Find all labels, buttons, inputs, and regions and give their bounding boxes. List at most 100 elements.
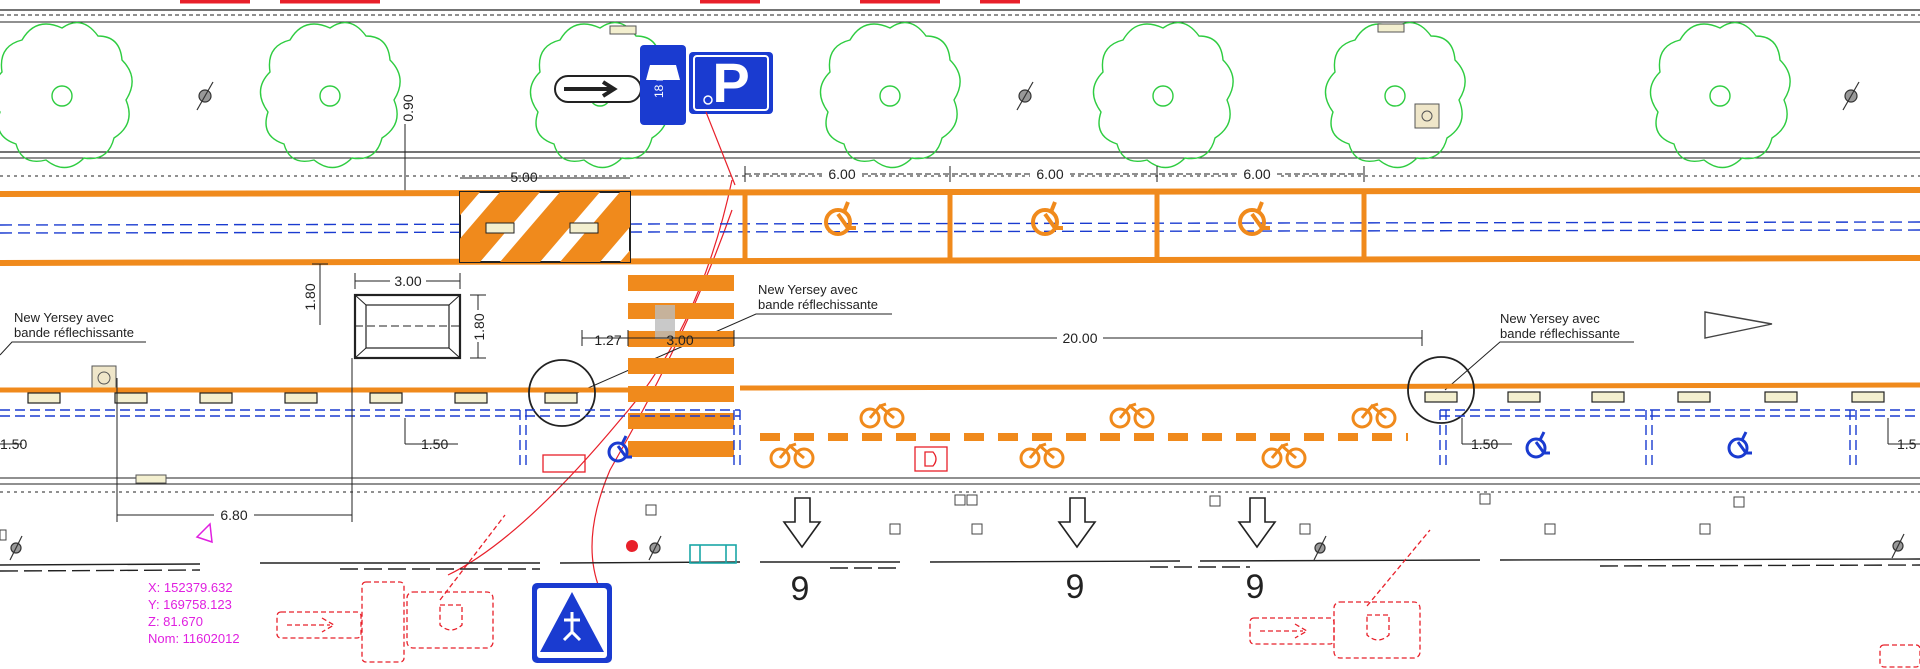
- tree-7: [1649, 21, 1791, 169]
- parking-sign-letter: P: [712, 51, 749, 114]
- ny-note-right: New Yersey avec bande réflechissante: [1444, 311, 1634, 391]
- small-top-boxes: [609, 23, 1440, 129]
- inspection-point-left: [91, 365, 117, 391]
- lamp-post-icon: [1313, 535, 1327, 561]
- wheelchair-icon: [607, 435, 632, 463]
- drain-grate: [135, 474, 167, 484]
- coord-nom: Nom: 11602012: [148, 631, 240, 646]
- ny-mid-line1: New Yersey avec: [758, 282, 858, 297]
- magenta-survey-point: [195, 522, 213, 544]
- bicycle-icon: [859, 402, 905, 429]
- wheelchair-icon: [1525, 431, 1550, 459]
- disabled-parking-bays: [742, 192, 1367, 262]
- wheelchair-symbols-orange: [824, 201, 1270, 236]
- dim-300-b-label: 3.00: [666, 332, 693, 348]
- dim-500-label: 5.00: [510, 169, 537, 185]
- dim-150-left-label: 1.50: [0, 436, 27, 452]
- dim-150-row: [0, 418, 1920, 445]
- dim-300: 3.00: [354, 273, 461, 289]
- wheelchair-icon: [1031, 201, 1063, 236]
- marking-nine-1: 9: [791, 570, 810, 608]
- downward-arrows: [782, 497, 1277, 549]
- dim-180-v1-label: 1.80: [302, 283, 318, 310]
- coord-z: Z: 81.670: [148, 614, 203, 629]
- dim-180-v2: 1.80: [470, 294, 487, 359]
- lamp-post-icon: [1016, 81, 1034, 111]
- ny-right-line1: New Yersey avec: [1500, 311, 1600, 326]
- direction-arrow-sign: [554, 75, 642, 103]
- triangle-marking: [1704, 311, 1773, 339]
- dim-600-c-label: 6.00: [1243, 166, 1270, 182]
- lower-blue-lane: [0, 409, 1920, 470]
- dim-300-label: 3.00: [394, 273, 421, 289]
- dim-600-a-label: 6.00: [828, 166, 855, 182]
- manhole-box: [353, 293, 462, 360]
- pedestrian-crossing-sign: [532, 583, 612, 663]
- small-square-markers: [0, 493, 1745, 541]
- lamp-post-icon: [1891, 533, 1905, 559]
- lamp-post-icon: [9, 535, 23, 561]
- wheelchair-symbols-blue: [607, 431, 1752, 463]
- trees: [0, 21, 1791, 169]
- lamp-post-icon: [648, 535, 662, 561]
- tree-1: [0, 21, 133, 169]
- ny-note-left: New Yersey avec bande réflechissante: [0, 310, 146, 356]
- ny-right-line2: bande réflechissante: [1500, 326, 1620, 341]
- tree-4: [819, 21, 961, 169]
- bicycle-icon: [1019, 442, 1065, 469]
- top-border-lines: [0, 9, 1920, 177]
- parking-sign-p: P: [689, 51, 773, 114]
- lamp-posts: [196, 81, 1860, 111]
- dim-2000-label: 20.00: [1062, 330, 1097, 346]
- middle-orange-line: [0, 382, 1920, 393]
- survey-coordinates: X: 152379.632 Y: 169758.123 Z: 81.670 No…: [148, 580, 240, 646]
- cyan-marker: [689, 544, 737, 564]
- zebra-crossing: [628, 275, 734, 457]
- red-dashed-signs: [276, 514, 1920, 668]
- dim-090: 0.90: [400, 94, 416, 196]
- dim-600-row: 6.00 6.00 6.00: [744, 166, 1365, 182]
- tree-6: [1324, 21, 1466, 169]
- marking-nine-2: 9: [1066, 568, 1085, 606]
- coord-y: Y: 169758.123: [148, 597, 232, 612]
- dim-150-far-label: 1.5: [1897, 436, 1917, 452]
- lamp-post-icon: [196, 81, 214, 111]
- bicycle-icon: [1351, 402, 1397, 429]
- parking-sign-car: 18 m: [640, 45, 686, 125]
- dim-680: [116, 358, 353, 522]
- dim-180-v1: 1.80: [302, 263, 328, 325]
- bicycle-icon: [1261, 442, 1307, 469]
- red-small-boxes: [542, 446, 948, 473]
- barrier-circles: [528, 356, 1475, 427]
- coord-x: X: 152379.632: [148, 580, 233, 595]
- lamp-post-icon: [1842, 81, 1860, 111]
- dim-180-v2-label: 1.80: [471, 313, 487, 340]
- dim-150-mid-label: 1.50: [421, 436, 448, 452]
- dim-500: 5.00: [460, 169, 630, 185]
- dim-090-label: 0.90: [400, 94, 416, 121]
- ny-left-line1: New Yersey avec: [14, 310, 114, 325]
- wheelchair-icon: [824, 201, 856, 236]
- red-hydrant: [626, 540, 638, 552]
- ny-left-line2: bande réflechissante: [14, 325, 134, 340]
- dim-127-label: 1.27: [594, 332, 621, 348]
- bottom-lamp-posts: [9, 533, 1905, 561]
- new-jersey-barriers: [27, 391, 1885, 404]
- tree-2: [259, 21, 401, 169]
- lower-edge-lines: [0, 477, 1920, 493]
- dim-crossing-row: [581, 330, 1423, 346]
- hatched-zone: [459, 191, 631, 263]
- dim-150-right-label: 1.50: [1471, 436, 1498, 452]
- sign-callout-lines: [447, 111, 736, 591]
- tree-5: [1092, 21, 1234, 169]
- dim-600-b-label: 6.00: [1036, 166, 1063, 182]
- dim-680-label: 6.80: [220, 507, 247, 523]
- bottom-boundary: [0, 558, 1920, 572]
- wheelchair-icon: [1238, 201, 1270, 236]
- marking-nine-3: 9: [1246, 568, 1265, 606]
- top-blue-dashed: [0, 221, 1920, 234]
- top-orange-lane: [0, 187, 1920, 266]
- bicycle-icon: [769, 442, 815, 469]
- bicycle-symbols: [769, 402, 1397, 469]
